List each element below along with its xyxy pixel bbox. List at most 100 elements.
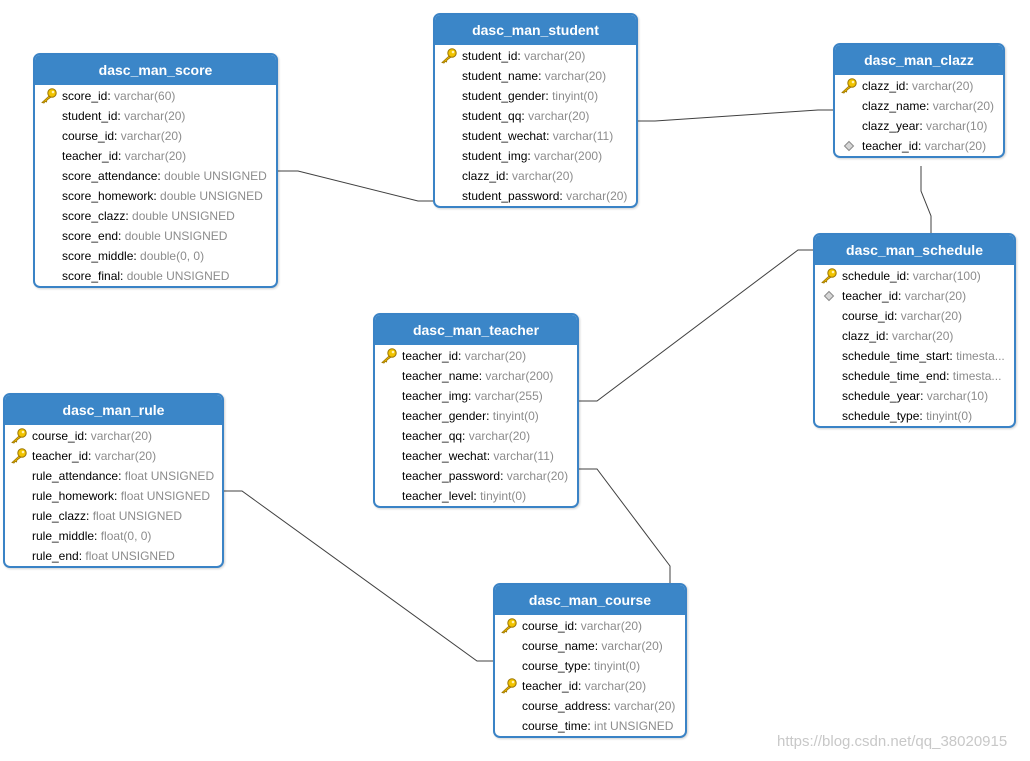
table-dasc-man-rule[interactable]: dasc_man_rule course_id: varchar(20)teac… xyxy=(3,393,224,568)
table-dasc-man-clazz[interactable]: dasc_man_clazz clazz_id: varchar(20) claz… xyxy=(833,43,1005,158)
table-header[interactable]: dasc_man_schedule xyxy=(815,235,1014,265)
field-row-teacher-id[interactable]: teacher_id: varchar(20) xyxy=(815,286,1014,306)
relationship-line-score-student xyxy=(278,170,434,202)
field-name: student_id xyxy=(462,49,518,63)
field-row-rule-homework[interactable]: rule_homework: float UNSIGNED xyxy=(32,489,211,503)
field-row-student-qq[interactable]: student_qq: varchar(20) xyxy=(462,109,590,123)
field-type: varchar(20) xyxy=(512,169,574,183)
field-row-teacher-name[interactable]: teacher_name: varchar(200) xyxy=(402,369,554,383)
field-row-course-id[interactable]: course_id: varchar(20) xyxy=(5,426,222,446)
relationship-line-teacher-schedule xyxy=(579,249,814,402)
field-row-student-wechat[interactable]: student_wechat: varchar(11) xyxy=(462,129,614,143)
field-row-teacher-level[interactable]: teacher_level: tinyint(0) xyxy=(402,489,527,503)
field-row-score-attendance[interactable]: score_attendance: double UNSIGNED xyxy=(62,169,267,183)
field-row-course-id[interactable]: course_id: varchar(20) xyxy=(842,309,963,323)
field-type: tinyint(0) xyxy=(492,409,539,423)
field-name: course_type xyxy=(522,659,588,673)
field-row-rule-attendance[interactable]: rule_attendance: float UNSIGNED xyxy=(32,469,215,483)
primary-key-icon xyxy=(500,618,518,634)
field-type: varchar(10) xyxy=(926,119,988,133)
foreign-key-diamond-icon xyxy=(840,138,858,154)
field-name: schedule_time_end xyxy=(842,369,947,383)
field-type: float UNSIGNED xyxy=(120,489,211,503)
field-row-schedule-time-end[interactable]: schedule_time_end: timesta... xyxy=(842,369,1002,383)
field-type: varchar(20) xyxy=(912,79,974,93)
table-header[interactable]: dasc_man_rule xyxy=(5,395,222,425)
field-row-teacher-qq[interactable]: teacher_qq: varchar(20) xyxy=(402,429,531,443)
field-row-teacher-id[interactable]: teacher_id: varchar(20) xyxy=(495,676,685,696)
field-name: student_wechat xyxy=(462,129,547,143)
field-list: course_id: varchar(20)teacher_id: varcha… xyxy=(5,425,222,566)
field-row-student-gender[interactable]: student_gender: tinyint(0) xyxy=(462,89,599,103)
field-type: int UNSIGNED xyxy=(594,719,674,733)
field-row-clazz-id[interactable]: clazz_id: varchar(20) xyxy=(462,169,574,183)
table-dasc-man-schedule[interactable]: dasc_man_schedule schedule_id: varchar(1… xyxy=(813,233,1016,428)
watermark-url: https://blog.csdn.net/qq_38020915 xyxy=(777,733,1008,750)
field-name: rule_attendance xyxy=(32,469,119,483)
field-row-schedule-year[interactable]: schedule_year: varchar(10) xyxy=(842,389,989,403)
table-dasc-man-teacher[interactable]: dasc_man_teacher teacher_id: varchar(20)… xyxy=(373,313,579,508)
field-row-rule-end[interactable]: rule_end: float UNSIGNED xyxy=(32,549,175,563)
primary-key-icon xyxy=(820,268,838,284)
field-row-clazz-name[interactable]: clazz_name: varchar(20) xyxy=(862,99,995,113)
field-name: clazz_year xyxy=(862,119,920,133)
table-header[interactable]: dasc_man_student xyxy=(435,15,636,45)
field-row-teacher-img[interactable]: teacher_img: varchar(255) xyxy=(402,389,543,403)
field-name: score_id xyxy=(62,89,108,103)
field-row-score-end[interactable]: score_end: double UNSIGNED xyxy=(62,229,228,243)
field-row-teacher-id[interactable]: teacher_id: varchar(20) xyxy=(5,446,222,466)
field-row-course-address[interactable]: course_address: varchar(20) xyxy=(522,699,676,713)
field-row-teacher-id[interactable]: teacher_id: varchar(20) xyxy=(375,346,577,366)
field-row-schedule-id[interactable]: schedule_id: varchar(100) xyxy=(815,266,1014,286)
table-header[interactable]: dasc_man_clazz xyxy=(835,45,1003,75)
primary-key-icon xyxy=(40,88,58,104)
field-row-schedule-type[interactable]: schedule_type: tinyint(0) xyxy=(842,409,973,423)
field-row-student-id[interactable]: student_id: varchar(20) xyxy=(62,109,186,123)
field-type: varchar(10) xyxy=(926,389,989,403)
primary-key-icon xyxy=(10,428,28,444)
field-row-schedule-time-start[interactable]: schedule_time_start: timesta... xyxy=(842,349,1005,363)
field-row-teacher-gender[interactable]: teacher_gender: tinyint(0) xyxy=(402,409,539,423)
field-row-rule-middle[interactable]: rule_middle: float(0, 0) xyxy=(32,529,152,543)
field-row-teacher-id[interactable]: teacher_id: varchar(20) xyxy=(835,136,1003,156)
field-name: teacher_id xyxy=(842,289,899,303)
field-row-course-id[interactable]: course_id: varchar(20) xyxy=(495,616,685,636)
field-row-course-time[interactable]: course_time: int UNSIGNED xyxy=(522,719,674,733)
field-name: score_clazz xyxy=(62,209,126,223)
field-row-score-id[interactable]: score_id: varchar(60) xyxy=(35,86,276,106)
field-row-score-final[interactable]: score_final: double UNSIGNED xyxy=(62,269,230,283)
table-header[interactable]: dasc_man_score xyxy=(35,55,276,85)
table-dasc-man-score[interactable]: dasc_man_score score_id: varchar(60) stud… xyxy=(33,53,278,288)
field-list: schedule_id: varchar(100)teacher_id: var… xyxy=(815,265,1014,426)
field-row-student-name[interactable]: student_name: varchar(20) xyxy=(462,69,607,83)
field-type: varchar(200) xyxy=(534,149,603,163)
field-type: float UNSIGNED xyxy=(85,549,175,563)
field-row-course-id[interactable]: course_id: varchar(20) xyxy=(62,129,183,143)
field-type: varchar(20) xyxy=(601,639,663,653)
field-row-student-password[interactable]: student_password: varchar(20) xyxy=(462,189,628,203)
field-row-score-middle[interactable]: score_middle: double(0, 0) xyxy=(62,249,205,263)
field-row-score-clazz[interactable]: score_clazz: double UNSIGNED xyxy=(62,209,235,223)
field-name: course_id xyxy=(62,129,115,143)
field-row-teacher-id[interactable]: teacher_id: varchar(20) xyxy=(62,149,187,163)
field-name: teacher_img xyxy=(402,389,469,403)
field-name: course_address xyxy=(522,699,608,713)
field-row-course-name[interactable]: course_name: varchar(20) xyxy=(522,639,663,653)
table-dasc-man-student[interactable]: dasc_man_student student_id: varchar(20)… xyxy=(433,13,638,208)
field-name: teacher_gender xyxy=(402,409,487,423)
field-row-student-img[interactable]: student_img: varchar(200) xyxy=(462,149,603,163)
field-row-rule-clazz[interactable]: rule_clazz: float UNSIGNED xyxy=(32,509,183,523)
field-row-teacher-wechat[interactable]: teacher_wechat: varchar(11) xyxy=(402,449,554,463)
primary-key-icon xyxy=(440,48,458,64)
field-row-clazz-year[interactable]: clazz_year: varchar(10) xyxy=(862,119,988,133)
field-row-student-id[interactable]: student_id: varchar(20) xyxy=(435,46,636,66)
field-row-score-homework[interactable]: score_homework: double UNSIGNED xyxy=(62,189,263,203)
table-dasc-man-course[interactable]: dasc_man_course course_id: varchar(20) co… xyxy=(493,583,687,738)
field-row-clazz-id[interactable]: clazz_id: varchar(20) xyxy=(835,76,1003,96)
table-header[interactable]: dasc_man_teacher xyxy=(375,315,577,345)
field-row-teacher-password[interactable]: teacher_password: varchar(20) xyxy=(402,469,569,483)
field-name: rule_clazz xyxy=(32,509,87,523)
table-header[interactable]: dasc_man_course xyxy=(495,585,685,615)
field-row-course-type[interactable]: course_type: tinyint(0) xyxy=(522,659,641,673)
field-row-clazz-id[interactable]: clazz_id: varchar(20) xyxy=(842,329,954,343)
